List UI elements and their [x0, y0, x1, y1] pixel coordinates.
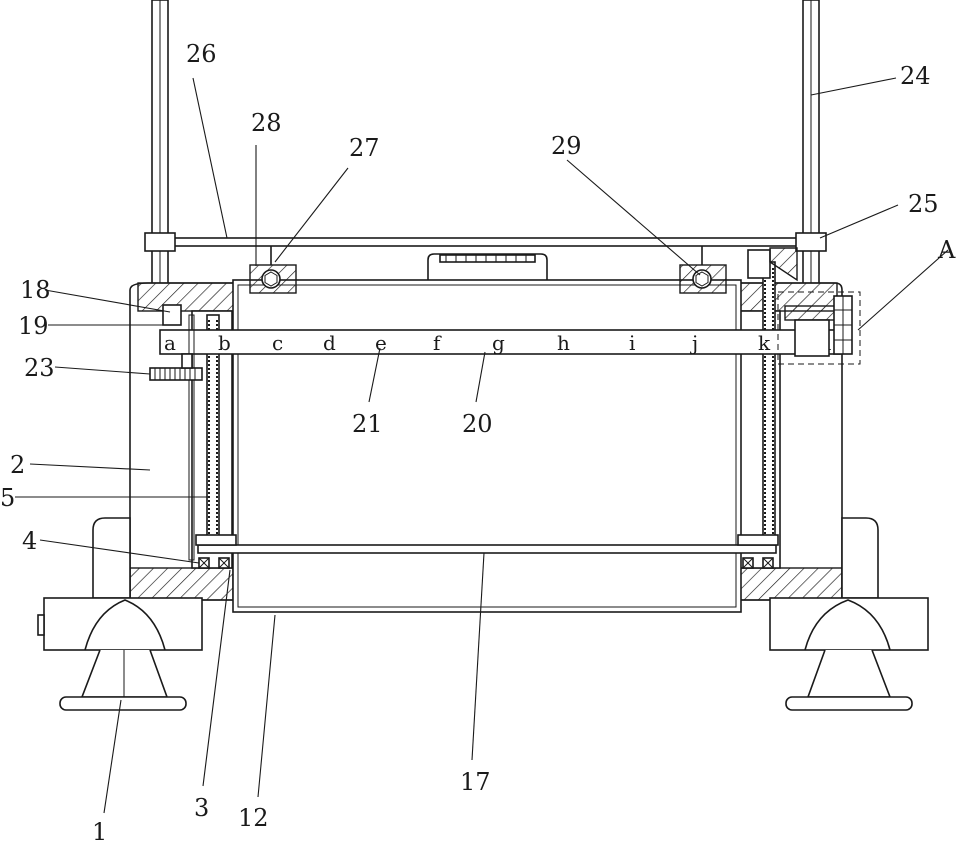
label-25: 25 [908, 190, 939, 218]
right-clamp [680, 246, 726, 293]
label-18: 18 [20, 276, 51, 304]
label-3: 3 [194, 794, 209, 822]
scale-letter-a: a [164, 331, 176, 355]
label-1: 1 [92, 818, 107, 846]
scale-letter-k: k [758, 331, 771, 355]
scale-letter-g: g [492, 331, 505, 355]
left-collar [145, 233, 175, 251]
left-clamp [250, 246, 296, 293]
label-27: 27 [349, 134, 380, 162]
scale-letter-j: j [690, 331, 698, 355]
label-26: 26 [186, 40, 217, 68]
label-24: 24 [900, 62, 931, 90]
scale-letter-i: i [629, 331, 635, 355]
scale-letter-e: e [375, 331, 387, 355]
label-12: 12 [238, 804, 269, 832]
label-28: 28 [251, 109, 282, 137]
label-4: 4 [22, 527, 37, 555]
label-19: 19 [18, 312, 49, 340]
label-2: 2 [10, 451, 25, 479]
part-18-block [163, 305, 181, 325]
label-5: 5 [0, 484, 15, 512]
scale-letter-b: b [218, 331, 231, 355]
scale-letter-c: c [272, 331, 283, 355]
label-29: 29 [551, 132, 582, 160]
label-20: 20 [462, 410, 493, 438]
label-21: 21 [352, 410, 383, 438]
top-rod [168, 238, 803, 246]
scale-letter-h: h [557, 331, 570, 355]
label-23: 23 [24, 354, 55, 382]
scale-letter-d: d [323, 331, 336, 355]
label-17: 17 [460, 768, 491, 796]
right-collar [796, 233, 826, 251]
label-A: A [937, 236, 956, 264]
